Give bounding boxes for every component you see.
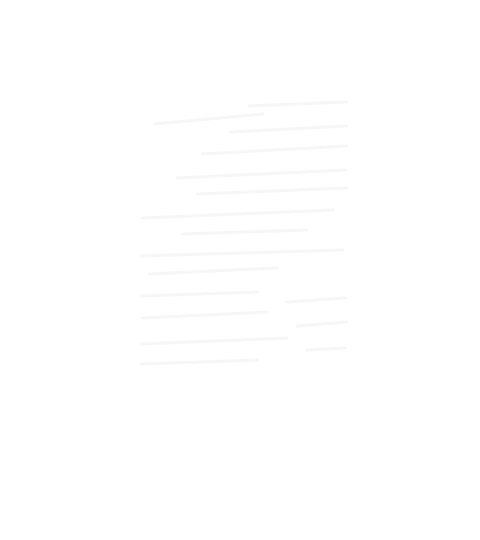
stripe bbox=[139, 290, 259, 298]
stripe bbox=[175, 168, 347, 180]
blank-sheet bbox=[137, 98, 351, 370]
stripe bbox=[139, 248, 345, 258]
stripe bbox=[201, 144, 349, 156]
stripe bbox=[295, 320, 349, 328]
stripe bbox=[141, 208, 335, 220]
stripe bbox=[195, 186, 349, 196]
stripe bbox=[139, 358, 259, 366]
stripe bbox=[229, 124, 349, 134]
stripe bbox=[247, 100, 349, 108]
stripe bbox=[285, 296, 347, 304]
faint-stripe-texture bbox=[139, 100, 349, 366]
stripe bbox=[139, 336, 289, 346]
stripe bbox=[147, 266, 279, 276]
stripe bbox=[153, 112, 265, 126]
stripe bbox=[141, 310, 269, 320]
stripes bbox=[139, 100, 349, 366]
stripe bbox=[305, 346, 347, 352]
stripe bbox=[181, 228, 309, 236]
